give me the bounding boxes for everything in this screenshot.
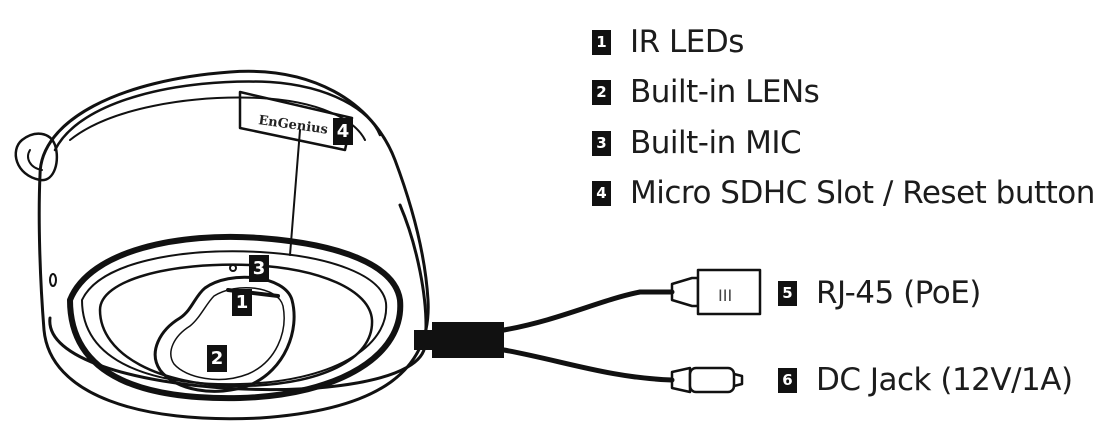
callout-sd-slot: 4 xyxy=(333,118,353,145)
legend-label: Built-in LENs xyxy=(630,74,820,110)
legend-item-lens: 2 Built-in LENs xyxy=(592,70,820,114)
legend-label: RJ-45 (PoE) xyxy=(816,275,981,311)
legend-item-sd-slot: 4 Micro SDHC Slot / Reset button xyxy=(592,171,1095,215)
legend-number: 1 xyxy=(592,29,611,55)
cable-rj45 xyxy=(501,289,675,333)
trim-ring xyxy=(67,233,404,402)
cable-block xyxy=(432,322,504,358)
legend-number: 3 xyxy=(592,130,611,156)
cable-dc xyxy=(501,347,675,383)
lens-window xyxy=(153,275,296,393)
legend-number: 2 xyxy=(592,79,611,105)
legend-number: 6 xyxy=(778,367,797,393)
legend-number: 4 xyxy=(592,180,611,206)
mount-tab xyxy=(14,132,59,182)
legend-label: Built-in MIC xyxy=(630,125,802,161)
legend-number: 5 xyxy=(778,280,797,306)
legend-item-ir-leds: 1 IR LEDs xyxy=(592,20,744,64)
callout-mic: 3 xyxy=(249,255,269,282)
legend-item-dc-jack: 6 DC Jack (12V/1A) xyxy=(778,358,1073,402)
legend-label: DC Jack (12V/1A) xyxy=(816,362,1073,398)
rj45-connector xyxy=(670,276,700,308)
legend-item-mic: 3 Built-in MIC xyxy=(592,121,802,165)
legend-item-rj45: 5 RJ-45 (PoE) xyxy=(778,271,981,315)
callout-ir-leds: 1 xyxy=(232,289,252,316)
dome-body xyxy=(37,69,430,421)
legend-label: Micro SDHC Slot / Reset button xyxy=(630,175,1095,211)
callout-lens: 2 xyxy=(207,345,227,372)
sd-slot-cover xyxy=(238,90,354,152)
mic-hole xyxy=(229,264,237,272)
rj45-pins-label: III xyxy=(718,286,732,305)
dome-top-rim xyxy=(53,80,382,152)
side-hole xyxy=(49,273,57,287)
ball-housing xyxy=(98,263,374,388)
dc-connector xyxy=(670,366,692,394)
legend-label: IR LEDs xyxy=(630,24,744,60)
